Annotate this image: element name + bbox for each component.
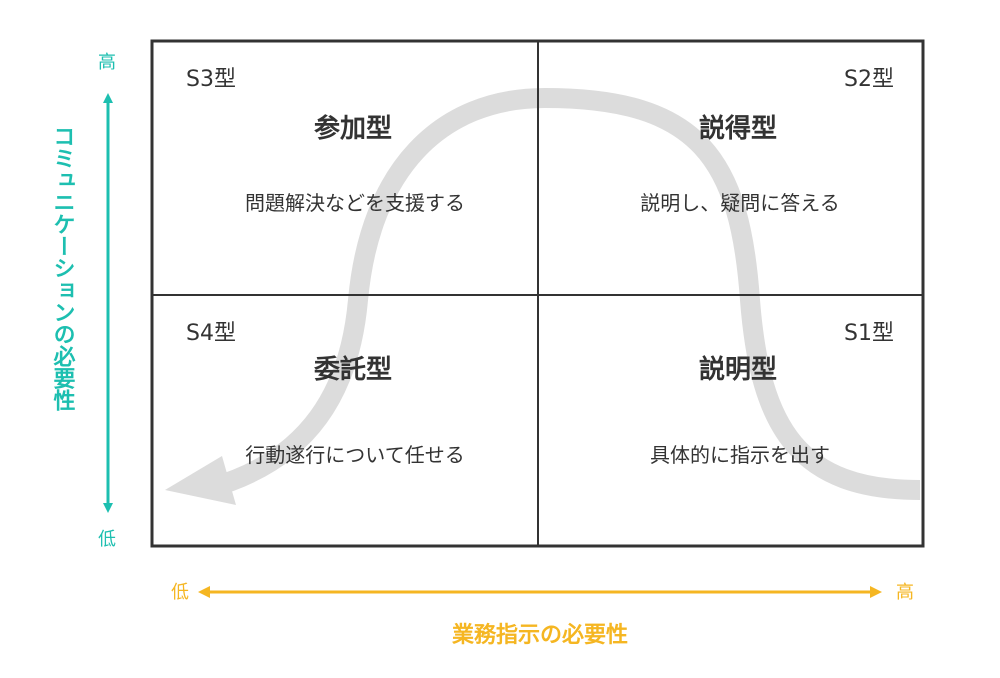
quadrant-s1-description: 具体的に指示を出す <box>650 443 830 467</box>
flow-arrow-body <box>207 87 921 500</box>
quadrant-s3-title: 参加型 <box>314 113 392 144</box>
horizontal-axis: 低 高 業務指示の必要性 <box>171 582 914 648</box>
horizontal-axis-title: 業務指示の必要性 <box>452 622 628 648</box>
vertical-axis-high-label: 高 <box>98 52 116 73</box>
quadrant-s3-description: 問題解決などを支援する <box>245 191 465 215</box>
quadrant-s1: S1型 説明型 具体的に指示を出す <box>650 321 894 467</box>
quadrant-s4-description: 行動遂行について任せる <box>245 443 464 467</box>
flow-arrow-head <box>165 456 236 505</box>
horizontal-axis-low-label: 低 <box>171 582 189 603</box>
vertical-axis: 高 低 コミュニケーションの必要性 <box>50 52 117 550</box>
quadrant-s4: S4型 委託型 行動遂行について任せる <box>186 321 465 467</box>
quadrant-s1-code: S1型 <box>844 321 894 346</box>
quadrant-s3: S3型 参加型 問題解決などを支援する <box>186 67 465 215</box>
quadrant-s4-code: S4型 <box>186 321 236 346</box>
flow-arrow <box>165 87 921 505</box>
quadrant-s2-description: 説明し、疑問に答える <box>640 191 839 215</box>
horizontal-axis-high-label: 高 <box>896 582 914 603</box>
quadrant-s4-title: 委託型 <box>314 354 392 385</box>
quadrant-s2-code: S2型 <box>844 67 894 92</box>
quadrant-s3-code: S3型 <box>186 67 236 92</box>
vertical-axis-title: コミュニケーションの必要性 <box>50 125 76 411</box>
quadrant-s2-title: 説得型 <box>699 113 777 144</box>
quadrant-s1-title: 説明型 <box>699 354 777 385</box>
vertical-axis-low-label: 低 <box>98 529 116 550</box>
quadrant-grid <box>150 39 925 548</box>
quadrant-s2: S2型 説得型 説明し、疑問に答える <box>640 67 894 215</box>
